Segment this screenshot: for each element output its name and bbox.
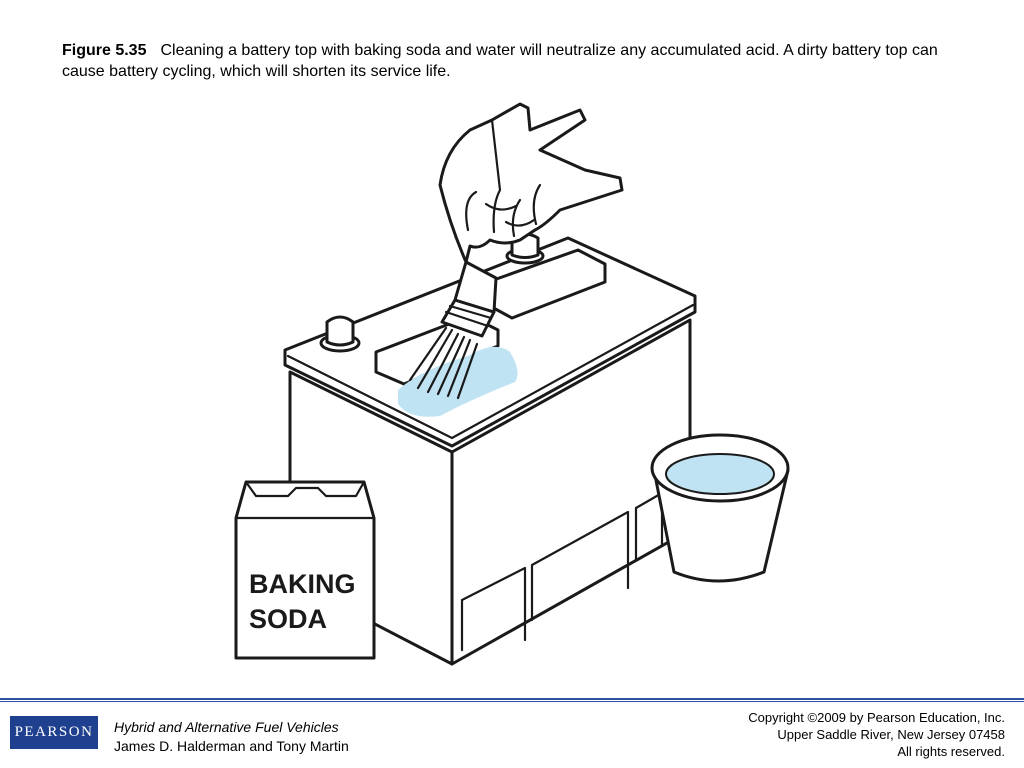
water-puddle	[398, 346, 518, 417]
battery-side-ribs	[460, 491, 664, 652]
battery-lid-edge	[286, 303, 695, 440]
brush-handle-base	[453, 260, 498, 314]
battery	[283, 232, 697, 666]
box-label-line1: BAKING	[249, 569, 356, 599]
water-bucket	[650, 433, 790, 583]
brush	[408, 260, 498, 400]
caption-text: Cleaning a battery top with baking soda …	[62, 42, 938, 80]
brush-bristles	[408, 326, 479, 400]
battery-cleaning-illustration: BAKING SODA	[234, 102, 790, 666]
book-authors: James D. Halderman and Tony Martin	[114, 738, 349, 754]
copyright-notice: Copyright ©2009 by Pearson Education, In…	[748, 709, 1005, 760]
book-info: Hybrid and Alternative Fuel Vehicles Jam…	[114, 718, 349, 756]
battery-terminal-left-post	[325, 315, 355, 347]
bucket-water	[665, 453, 775, 495]
publisher-logo: PEARSON	[10, 716, 98, 749]
publisher-logo-text: PEARSON	[14, 724, 94, 740]
baking-soda-box: BAKING SODA	[234, 480, 376, 660]
hand-outline	[438, 102, 624, 264]
hand	[438, 102, 624, 264]
copyright-line-3: All rights reserved.	[897, 744, 1005, 759]
box-top-flaps	[234, 480, 376, 520]
copyright-line-1: Copyright ©2009 by Pearson Education, In…	[748, 710, 1005, 725]
book-title: Hybrid and Alternative Fuel Vehicles	[114, 719, 339, 735]
box-label-line2: SODA	[249, 604, 327, 634]
footer-divider	[0, 698, 1024, 702]
figure-label: Figure 5.35	[62, 42, 147, 59]
hand-knuckles	[484, 202, 536, 227]
copyright-line-2: Upper Saddle River, New Jersey 07458	[777, 727, 1005, 742]
brush-ferrule-bands	[444, 304, 493, 328]
